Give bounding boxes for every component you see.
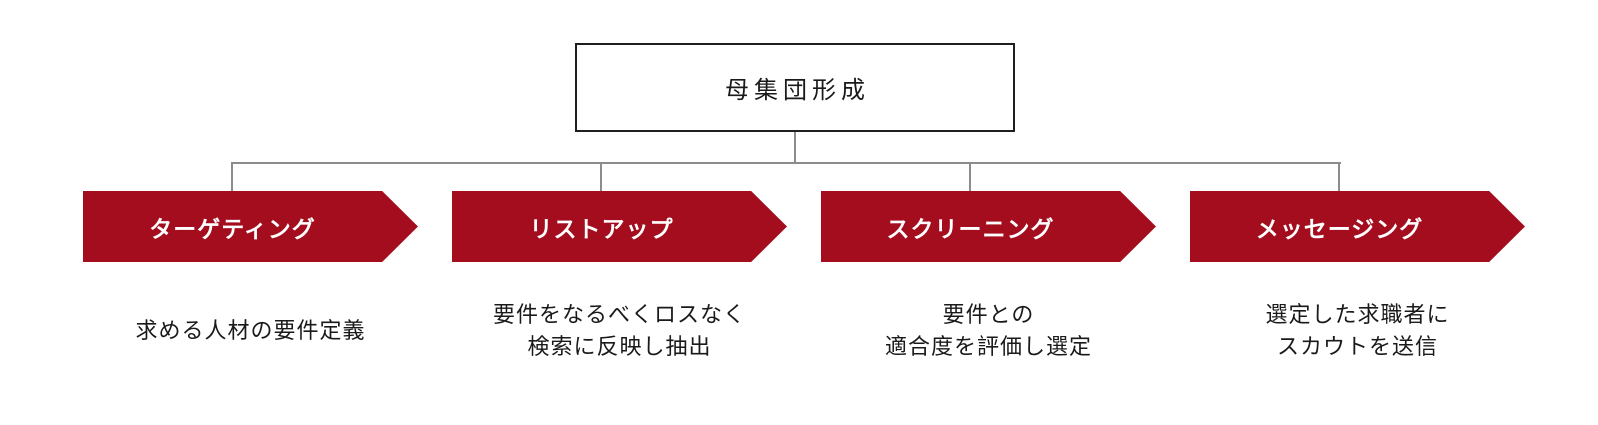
connector-drop-messaging [1338, 162, 1340, 192]
step-description-line: 要件との [942, 302, 1035, 327]
step-description-line: 求める人材の要件定義 [135, 318, 366, 343]
step-description-line: 検索に反映し抽出 [527, 334, 712, 359]
step-arrow-label: リストアップ [529, 215, 674, 242]
step-description-line: 選定した求職者に [1265, 302, 1450, 327]
step-description-targeting: 求める人材の要件定義 [83, 292, 418, 370]
connector-drop-listup [600, 162, 602, 192]
step-description-line: スカウトを送信 [1276, 334, 1438, 359]
step-description-listup: 要件をなるべくロスなく 検索に反映し抽出 [452, 292, 787, 370]
root-node-label: 母集団形成 [725, 77, 870, 104]
step-description-messaging: 選定した求職者に スカウトを送信 [1190, 292, 1525, 370]
step-arrow-label: メッセージング [1255, 215, 1424, 242]
step-arrow-messaging: メッセージング [1190, 191, 1525, 262]
step-arrow-screening: スクリーニング [821, 191, 1156, 262]
connector-drop-screening [969, 162, 971, 192]
step-description-screening: 要件との 適合度を評価し選定 [821, 292, 1156, 370]
step-arrow-label: スクリーニング [886, 215, 1055, 242]
connector-drop-targeting [231, 162, 233, 192]
step-arrow-listup: リストアップ [452, 191, 787, 262]
step-arrow-targeting: ターゲティング [83, 191, 418, 262]
connector-stem [794, 132, 796, 163]
connector-horizontal-line [231, 162, 1341, 164]
root-node: 母集団形成 [575, 43, 1015, 132]
step-description-line: 適合度を評価し選定 [884, 334, 1092, 359]
step-arrow-label: ターゲティング [149, 215, 316, 242]
step-description-line: 要件をなるべくロスなく [492, 302, 746, 327]
